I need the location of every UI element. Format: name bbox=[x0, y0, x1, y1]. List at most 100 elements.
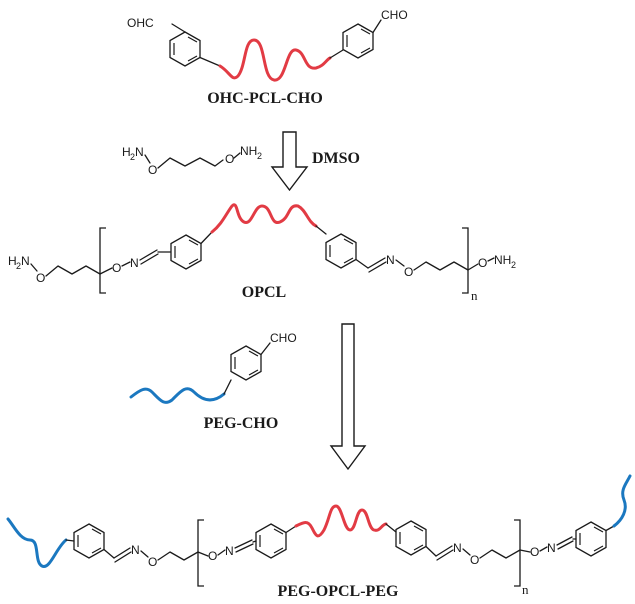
atom-o: O bbox=[36, 271, 45, 285]
atom-sub: 2 bbox=[130, 152, 135, 162]
atom-n: N bbox=[130, 256, 139, 270]
bond bbox=[103, 548, 115, 559]
compound-label-peg-opcl-peg: PEG-OPCL-PEG bbox=[278, 583, 399, 600]
imine-bond bbox=[435, 545, 453, 557]
peg-chain bbox=[612, 474, 632, 528]
bond bbox=[539, 546, 548, 552]
imine-bond bbox=[367, 257, 386, 269]
bond bbox=[217, 549, 226, 556]
bond bbox=[99, 267, 113, 275]
imine-bond bbox=[113, 547, 131, 559]
peg-opcl-peg-structure: N O O N N O bbox=[6, 474, 632, 597]
atom-n: N bbox=[453, 541, 462, 555]
aldehyde-label: CHO bbox=[270, 331, 297, 345]
atom-o: O bbox=[530, 545, 539, 559]
atom-h: H bbox=[122, 145, 131, 159]
propyl-chain bbox=[157, 551, 199, 561]
atom-o: O bbox=[112, 261, 121, 275]
bond bbox=[519, 549, 531, 553]
benzene-ring bbox=[255, 523, 287, 559]
repeat-bracket-right bbox=[462, 227, 469, 294]
atom-sub: 2 bbox=[511, 260, 516, 270]
benzene-ring bbox=[170, 234, 202, 270]
imine-bond bbox=[557, 540, 574, 550]
atom-h: H bbox=[8, 254, 17, 268]
imine-bond bbox=[140, 253, 159, 265]
bond bbox=[171, 23, 186, 33]
bond bbox=[395, 259, 405, 267]
bond bbox=[355, 258, 369, 269]
atom-n: N bbox=[225, 544, 234, 558]
pcl-chain bbox=[294, 504, 388, 538]
propyl-chain bbox=[479, 549, 521, 559]
imine-bond bbox=[234, 539, 253, 549]
bond bbox=[372, 19, 382, 34]
repeat-bracket-left bbox=[197, 519, 204, 587]
atom-n: N bbox=[386, 253, 395, 267]
bond bbox=[233, 152, 241, 159]
pcl-chain bbox=[210, 203, 318, 234]
benzene-ring bbox=[230, 345, 262, 381]
repeat-bracket-right bbox=[514, 519, 521, 587]
atom-sub: 2 bbox=[16, 261, 21, 271]
atom-o: O bbox=[148, 555, 157, 569]
atom-n: N bbox=[547, 541, 556, 555]
bond bbox=[30, 263, 38, 272]
imine-bond bbox=[114, 551, 132, 563]
atom-nh: NH bbox=[240, 144, 257, 158]
atom-o: O bbox=[404, 265, 413, 279]
benzene-ring bbox=[575, 521, 607, 557]
bond bbox=[223, 379, 232, 395]
atom-n: N bbox=[135, 145, 144, 159]
benzene-ring bbox=[169, 31, 201, 67]
bond bbox=[329, 49, 344, 59]
propyl-chain bbox=[45, 265, 101, 277]
bond bbox=[144, 154, 151, 164]
bond bbox=[605, 525, 615, 532]
bond bbox=[65, 539, 75, 542]
peg-cho-structure: CHO bbox=[129, 331, 297, 404]
imine-bond bbox=[556, 536, 573, 546]
imine-bond bbox=[235, 543, 254, 553]
propyl-chain bbox=[157, 157, 224, 169]
atom-o: O bbox=[225, 152, 234, 166]
bond bbox=[197, 551, 209, 557]
diaminoxy-propane-structure: H 2 N O O NH 2 bbox=[122, 144, 262, 177]
aldehyde-label: CHO bbox=[381, 8, 408, 22]
atom-o: O bbox=[478, 256, 487, 270]
bond bbox=[487, 257, 495, 262]
bond bbox=[462, 548, 471, 556]
compound-label-ohc-pcl-cho: OHC-PCL-CHO bbox=[207, 90, 323, 107]
repeat-index: n bbox=[471, 288, 478, 303]
reagent-label: DMSO bbox=[312, 150, 360, 167]
opcl-structure: H 2 N O O N N bbox=[8, 203, 516, 303]
bond bbox=[260, 342, 271, 356]
benzene-ring bbox=[73, 523, 105, 559]
atom-n: N bbox=[21, 254, 30, 268]
ohc-pcl-cho-structure: OHC CHO bbox=[127, 8, 408, 82]
repeat-bracket-left bbox=[99, 227, 106, 294]
atom-o: O bbox=[148, 163, 157, 177]
propyl-chain bbox=[413, 261, 469, 271]
atom-sub: 2 bbox=[257, 151, 262, 161]
reaction-arrow bbox=[329, 323, 367, 471]
bond bbox=[140, 550, 149, 558]
benzene-ring bbox=[325, 233, 357, 269]
benzene-ring bbox=[395, 520, 427, 556]
bond bbox=[315, 225, 327, 235]
aldehyde-label: OHC bbox=[127, 16, 154, 30]
compound-label-peg-cho: PEG-CHO bbox=[204, 415, 279, 432]
atom-o: O bbox=[470, 553, 479, 567]
bond bbox=[467, 263, 479, 271]
pcl-chain bbox=[218, 38, 332, 82]
repeat-index: n bbox=[522, 582, 529, 597]
atom-n: N bbox=[131, 543, 140, 557]
compound-label-opcl: OPCL bbox=[242, 284, 286, 301]
bond bbox=[425, 545, 437, 557]
bond bbox=[121, 261, 131, 267]
bond bbox=[200, 231, 213, 245]
bond bbox=[385, 523, 397, 533]
atom-nh: NH bbox=[494, 253, 511, 267]
imine-bond bbox=[436, 549, 454, 561]
